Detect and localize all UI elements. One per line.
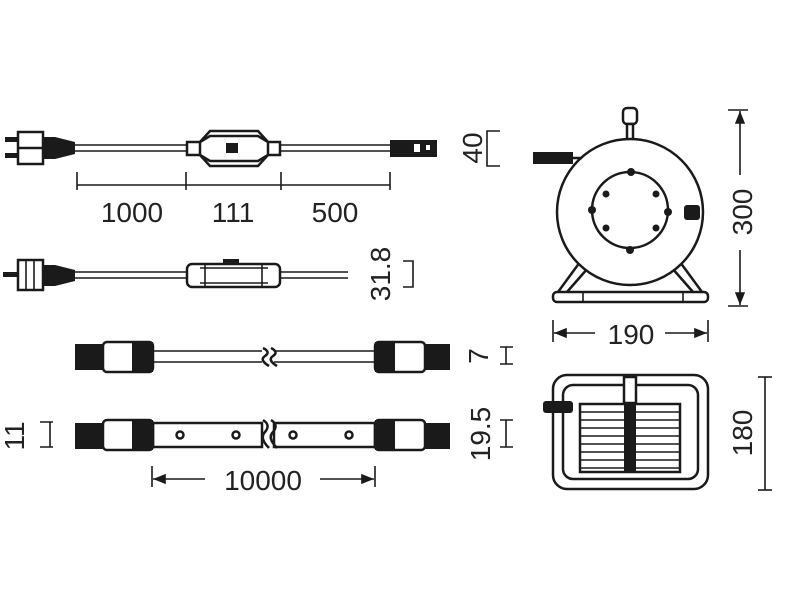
dim-180: 180: [727, 410, 758, 457]
break-symbol: [261, 418, 278, 449]
power-cable-top-view: [5, 129, 437, 168]
dim-19-5: 19.5: [465, 407, 496, 462]
led-dot: [231, 430, 241, 440]
dim-11: 11: [0, 421, 30, 450]
dim-31-8: 31.8: [365, 247, 396, 302]
dimension-row-1: 1000 111 500 40: [76, 130, 500, 228]
led-dot: [288, 430, 298, 440]
power-cable-side-view: 31.8: [3, 247, 414, 302]
dim-300: 300: [727, 189, 758, 236]
cable-reel-top-view: 180: [543, 373, 772, 491]
extension-cable: 7: [75, 340, 513, 374]
dim-500: 500: [312, 197, 359, 228]
dim-190: 190: [608, 319, 655, 350]
led-dot: [175, 430, 185, 440]
cable-reel-front-view: 300 190: [533, 106, 758, 350]
led-dot: [344, 430, 354, 440]
dim-10000: 10000: [224, 465, 302, 496]
dim-1000: 1000: [101, 197, 163, 228]
break-symbol: [261, 346, 278, 368]
dim-111: 111: [212, 197, 255, 228]
dim-40: 40: [457, 132, 488, 163]
dim-7: 7: [463, 348, 494, 364]
led-strip: 11 19.5 10000: [0, 407, 513, 496]
